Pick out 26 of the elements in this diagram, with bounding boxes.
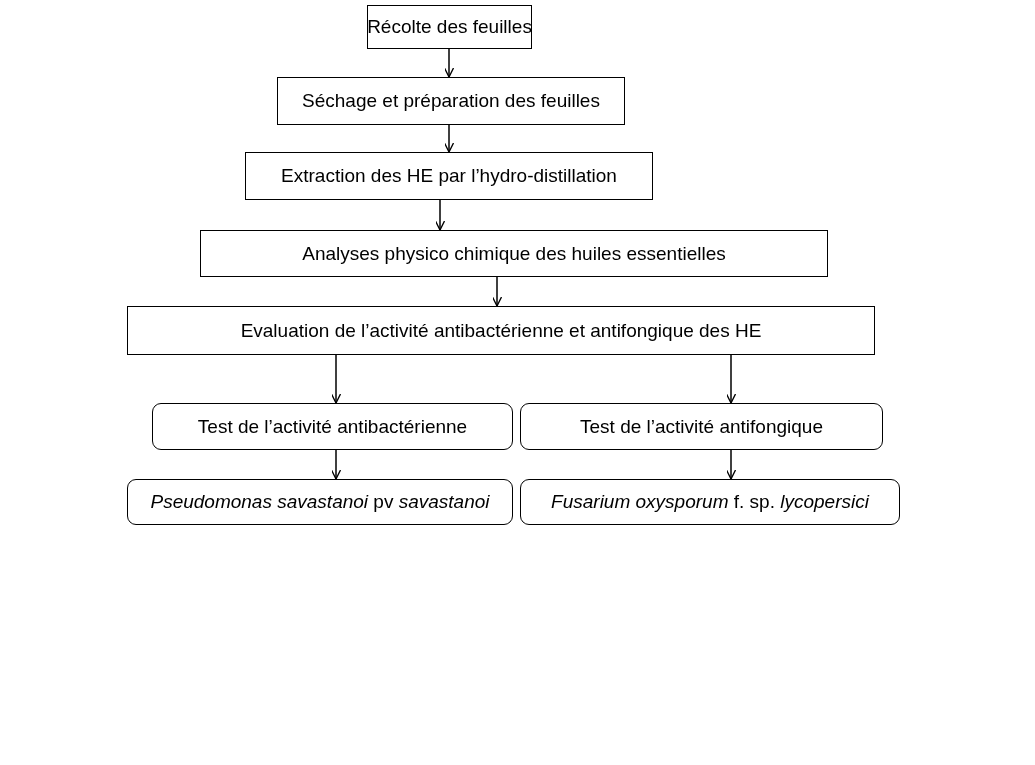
- step-text: Récolte des feuilles: [367, 16, 532, 38]
- step-text: Test de l’activité antifongique: [580, 415, 823, 438]
- process-box: [127, 306, 875, 355]
- arrow: [330, 354, 342, 404]
- rounded-step-box: [127, 479, 513, 525]
- arrow: [725, 354, 737, 404]
- arrow: [491, 276, 503, 307]
- arrow: [443, 124, 455, 153]
- arrow: [443, 48, 455, 78]
- step-text: Fusarium oxysporum f. sp. lycopersici: [551, 491, 869, 513]
- process-box: [245, 152, 653, 200]
- rounded-step-box: [520, 479, 900, 525]
- process-box: [200, 230, 828, 277]
- step-text: Evaluation de l’activité antibactérienne et antifongique des HE: [240, 319, 762, 342]
- arrow: [434, 199, 446, 231]
- process-box: [367, 5, 532, 49]
- step-text: Pseudomonas savastanoi pv savastanoi: [150, 491, 490, 513]
- rounded-step-box: [520, 403, 883, 450]
- step-text: Séchage et préparation des feuilles: [302, 90, 600, 112]
- step-text: Analyses physico chimique des huiles essentielles: [302, 242, 726, 265]
- step-text: Extraction des HE par l’hydro-distillation: [281, 165, 617, 187]
- arrow: [330, 449, 342, 480]
- arrow: [725, 449, 737, 480]
- step-text: Test de l’activité antibactérienne: [197, 415, 468, 438]
- process-box: [277, 77, 625, 125]
- rounded-step-box: [152, 403, 513, 450]
